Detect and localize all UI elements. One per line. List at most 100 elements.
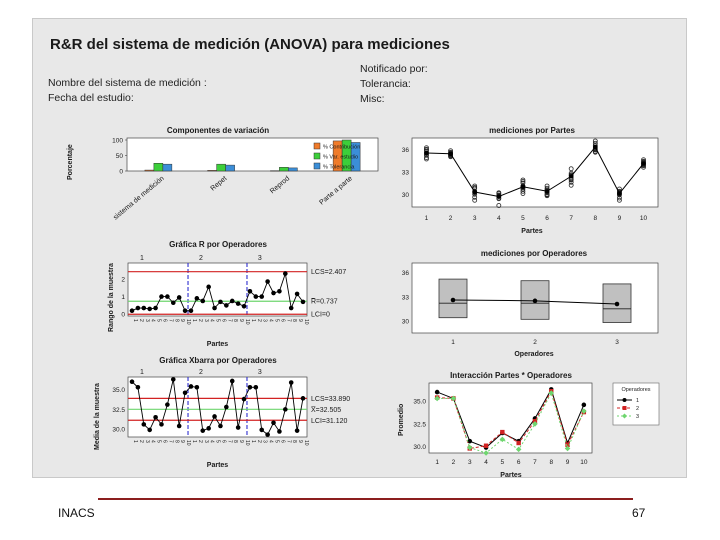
rchart-xlabel: Partes bbox=[207, 341, 229, 348]
interaction-legend-label: 2 bbox=[636, 406, 639, 412]
components-legend-swatch bbox=[313, 152, 321, 160]
rchart-xtick-label: 1 bbox=[132, 319, 138, 322]
xbar-data-point bbox=[147, 427, 152, 433]
byparts-plot-area bbox=[411, 137, 659, 208]
interaction-point bbox=[434, 395, 440, 402]
interaction-point bbox=[466, 444, 473, 451]
interaction-xtick-label: 8 bbox=[549, 459, 553, 466]
byparts-mean-point bbox=[520, 184, 526, 190]
components-legend-swatch bbox=[313, 142, 321, 150]
operators-xlabel: Operadores bbox=[514, 351, 553, 358]
components-legend-label: % Var. estudio bbox=[323, 155, 358, 161]
interaction-legend-marker bbox=[622, 398, 627, 402]
rchart-group-label: 2 bbox=[199, 255, 203, 262]
interaction-point bbox=[548, 390, 555, 396]
rchart-xtick-label: 6 bbox=[279, 319, 285, 322]
interaction-xtick-label: 7 bbox=[533, 459, 537, 466]
xbar-group-label: 3 bbox=[258, 369, 262, 376]
xbar-ytick-label: 35.0 bbox=[112, 387, 125, 394]
byparts-point bbox=[496, 203, 502, 208]
components-bar bbox=[279, 167, 289, 172]
rchart-data-point bbox=[182, 308, 188, 314]
byparts-point bbox=[520, 177, 526, 183]
xbar-data-point bbox=[135, 384, 141, 390]
xbar-xtick-label: 10 bbox=[303, 440, 309, 446]
rchart-data-point bbox=[194, 296, 200, 301]
rchart-group-label: 3 bbox=[258, 255, 262, 262]
rchart-data-point bbox=[235, 301, 241, 306]
header-reported-by: Notificado por: bbox=[360, 63, 428, 75]
interaction-ytick-label: 35.0 bbox=[413, 399, 426, 406]
xbar-xtick-label: 7 bbox=[167, 440, 173, 443]
interaction-point bbox=[434, 389, 440, 395]
interaction-ytick-label: 32.5 bbox=[413, 421, 426, 428]
rchart-data-point bbox=[294, 291, 300, 297]
interaction-point bbox=[500, 429, 505, 435]
byparts-mean-point bbox=[544, 188, 550, 194]
xbar-xtick-label: 7 bbox=[285, 440, 291, 443]
rchart-title: Gráfica R por Operadores bbox=[169, 240, 267, 249]
xbar-xtick-label: 9 bbox=[179, 440, 185, 443]
xbar-data-point bbox=[283, 407, 288, 412]
byparts-xtick-label: 8 bbox=[593, 215, 597, 222]
xbar-data-point bbox=[141, 422, 147, 427]
components-ytick-label: 50 bbox=[116, 153, 124, 160]
xbar-xtick-label: 1 bbox=[132, 440, 138, 443]
byparts-point bbox=[472, 183, 478, 189]
byparts-point bbox=[592, 149, 598, 155]
xbar-ylabel: Media de la muestra bbox=[94, 383, 101, 450]
xbar-xtick-label: 4 bbox=[150, 440, 156, 443]
xbar-data-point bbox=[200, 428, 206, 433]
byparts-mean-point bbox=[448, 151, 453, 157]
xbar-xtick-label: 9 bbox=[238, 440, 244, 443]
interaction-legend-marker bbox=[622, 413, 627, 419]
xbar-group-label: 2 bbox=[199, 369, 203, 376]
interaction-xtick-label: 2 bbox=[452, 459, 456, 466]
xbar-xtick-label: 1 bbox=[250, 440, 256, 443]
rchart-limit-label: LCI=0 bbox=[311, 312, 330, 319]
rchart-xtick-label: 1 bbox=[250, 319, 256, 322]
xbar-data-point bbox=[170, 377, 176, 382]
rchart-data-point bbox=[277, 288, 282, 294]
operators-mean-point bbox=[450, 297, 456, 303]
xbar-xtick-label: 6 bbox=[279, 440, 285, 443]
rchart-data-point bbox=[159, 294, 164, 299]
rchart-xtick-label: 2 bbox=[256, 319, 262, 322]
components-bar bbox=[270, 170, 280, 172]
xbar-limit-label: LCI=31.120 bbox=[311, 418, 347, 425]
operators-ytick-label: 33 bbox=[402, 294, 410, 301]
rchart-data-point bbox=[283, 271, 288, 276]
rchart-data-point bbox=[241, 303, 247, 309]
interaction-point bbox=[467, 438, 473, 444]
xbar-limit-label: LCS=33.890 bbox=[311, 396, 350, 403]
byparts-point bbox=[520, 191, 526, 196]
xbar-plot-area bbox=[127, 376, 308, 438]
rchart-xtick-label: 4 bbox=[209, 319, 215, 322]
xbar-xtick-label: 8 bbox=[173, 440, 179, 443]
rchart-data-point bbox=[170, 300, 176, 306]
operators-xtick-label: 1 bbox=[451, 339, 455, 346]
xbar-data-point bbox=[277, 429, 282, 434]
interaction-legend-marker bbox=[622, 406, 627, 410]
rchart-data-point bbox=[218, 299, 223, 305]
interaction-xlabel: Partes bbox=[500, 472, 522, 479]
xbar-data-point bbox=[253, 384, 259, 390]
interaction-point bbox=[516, 440, 521, 446]
xbar-data-point bbox=[229, 378, 235, 384]
xbar-xtick-label: 8 bbox=[291, 440, 297, 443]
rchart-data-point bbox=[200, 298, 206, 304]
rchart-data-point bbox=[300, 299, 306, 305]
header-tolerance: Tolerancia: bbox=[360, 78, 411, 90]
components-bar bbox=[207, 170, 217, 172]
byparts-mean-point bbox=[424, 150, 429, 156]
xbar-xtick-label: 6 bbox=[161, 440, 167, 443]
rchart-data-point bbox=[135, 305, 141, 311]
interaction-point bbox=[581, 408, 587, 414]
rchart-xtick-label: 6 bbox=[220, 319, 226, 322]
interaction-point bbox=[499, 436, 506, 443]
xbar-data-point bbox=[271, 420, 276, 426]
xbar-data-point bbox=[206, 426, 211, 431]
interaction-point bbox=[565, 442, 570, 448]
byparts-xtick-label: 9 bbox=[618, 215, 622, 222]
